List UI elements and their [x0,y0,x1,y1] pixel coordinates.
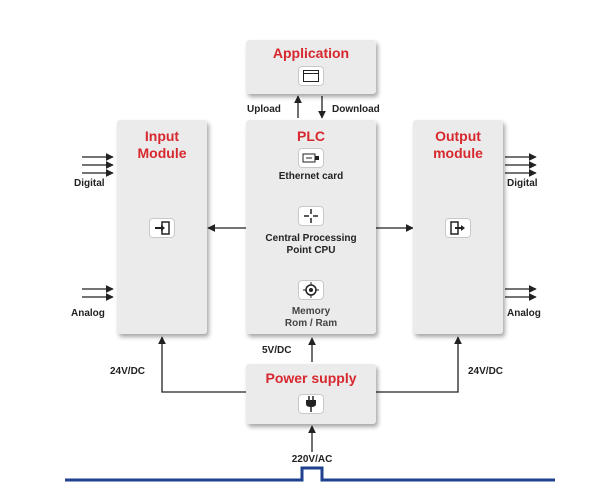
power-supply-title: Power supply [265,370,357,386]
power-to-output-line [376,336,462,393]
mains-baseline [65,466,555,482]
analog-output-label: Analog [507,308,541,319]
output-icon [445,218,471,238]
input-module-title-line2: Module [137,145,187,161]
plc-box: PLC Ethernet card Central Processing Poi… [246,120,376,334]
mains-220v-label: 220V/AC [291,454,333,465]
output-24v-label: 24V/DC [468,366,504,377]
cpu-label-line2: Point CPU [286,245,336,256]
window-icon [298,66,324,86]
input-module-title-line1: Input [144,128,180,144]
plug-icon [298,394,324,414]
input-24v-label: 24V/DC [110,366,146,377]
plc-title: PLC [297,128,325,144]
ethernet-card-label: Ethernet card [278,171,344,182]
power-to-input-line [158,336,246,393]
input-module-box: Input Module [117,120,207,334]
output-module-box: Output module [413,120,503,334]
download-label: Download [332,104,380,115]
output-module-title-line1: Output [435,128,481,144]
digital-input-label: Digital [74,178,105,189]
upload-label: Upload [247,104,281,115]
plc-5v-label: 5V/DC [262,345,292,356]
memory-label-line2: Rom / Ram [284,318,338,329]
input-icon [149,218,175,238]
digital-output-label: Digital [507,178,538,189]
application-box: Application [246,40,376,94]
power-supply-box: Power supply [246,364,376,424]
ethernet-card-icon [298,148,324,168]
cpu-icon [298,206,324,226]
memory-icon [298,280,324,300]
cpu-label-line1: Central Processing [265,233,357,244]
application-title: Application [272,45,350,61]
memory-label-line1: Memory [291,306,331,317]
analog-input-label: Analog [71,308,105,319]
output-module-title-line2: module [433,145,483,161]
